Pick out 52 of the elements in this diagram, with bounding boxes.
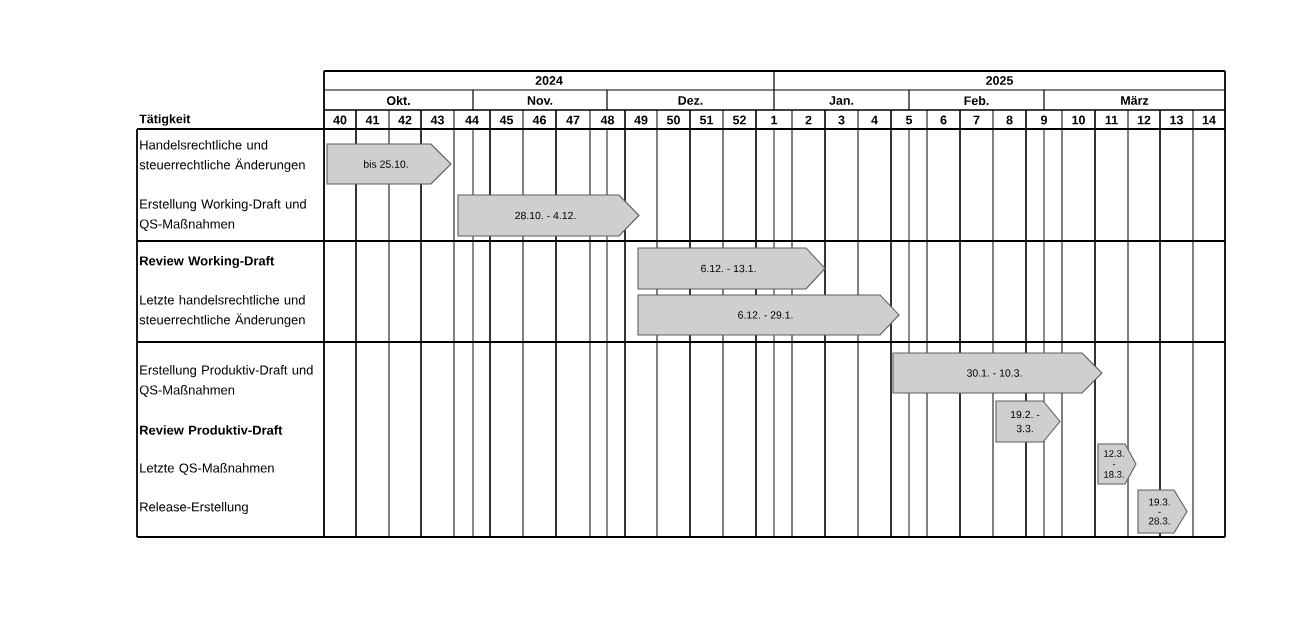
activity-label: Handelsrechtliche und steuerrechtliche Änderungen <box>139 140 305 172</box>
week-number: 14 <box>1202 115 1216 125</box>
week-number: 4 <box>871 115 878 125</box>
week-number: 8 <box>1006 115 1013 125</box>
activity-label: Erstellung Produktiv-Draft und QS-Maßnahmen <box>139 365 313 397</box>
month-label: März <box>1121 96 1149 105</box>
week-number: 40 <box>333 115 347 125</box>
week-number: 7 <box>973 115 980 125</box>
week-number: 1 <box>771 115 778 125</box>
week-number: 51 <box>700 115 714 125</box>
task-bar: 30.1. - 10.3. <box>892 352 1103 394</box>
month-label: Nov. <box>527 96 553 105</box>
week-number: 46 <box>532 115 546 125</box>
week-number: 43 <box>430 115 444 125</box>
week-number: 3 <box>838 115 845 125</box>
activity-label: Letzte QS-Maßnahmen <box>140 463 274 475</box>
activity-label: Erstellung Working-Draft und QS-Maßnahmen <box>139 199 306 231</box>
week-number: 11 <box>1105 115 1118 125</box>
week-number: 45 <box>499 115 514 125</box>
activity-label: Review Working-Draft <box>140 255 275 269</box>
task-bar: bis 25.10. <box>326 143 452 185</box>
week-number: 13 <box>1170 115 1183 125</box>
week-number: 49 <box>634 115 648 125</box>
activity-label: Release-Erstellung <box>140 501 248 515</box>
week-number: 42 <box>398 115 412 125</box>
week-number: 48 <box>600 115 615 125</box>
week-number: 9 <box>1041 115 1047 125</box>
activity-label: Review Produktiv-Draft <box>140 425 283 435</box>
week-number: 47 <box>566 115 580 125</box>
activity-label: Letzte handelsrechtliche und steuerrechtliche Änderungen <box>139 295 305 327</box>
month-label: Okt. <box>386 95 410 106</box>
task-bar: 12.3. - 18.3. <box>1097 443 1137 485</box>
task-bar: 19.3. - 28.3. <box>1137 489 1188 534</box>
task-bar: 6.12. - 29.1. <box>637 294 900 336</box>
month-label: Jan. <box>829 96 854 105</box>
week-number: 6 <box>940 115 947 125</box>
task-bar: 19.2. - 3.3. <box>995 400 1061 443</box>
week-number: 12 <box>1137 115 1151 125</box>
week-number: 10 <box>1072 115 1085 125</box>
task-bar: 6.12. - 13.1. <box>637 247 826 290</box>
month-label: Dez. <box>678 96 703 105</box>
year-label: 2025 <box>986 76 1013 85</box>
week-number: 50 <box>667 115 680 125</box>
week-number: 2 <box>805 115 812 125</box>
column-header: Tätigkeit <box>139 114 191 126</box>
week-number: 5 <box>905 115 913 125</box>
week-number: 41 <box>365 115 380 125</box>
week-number: 44 <box>465 115 479 125</box>
task-bar: 28.10. - 4.12. <box>457 194 640 237</box>
month-label: Feb. <box>964 95 989 106</box>
week-number: 52 <box>732 115 746 125</box>
year-label: 2024 <box>535 76 563 85</box>
